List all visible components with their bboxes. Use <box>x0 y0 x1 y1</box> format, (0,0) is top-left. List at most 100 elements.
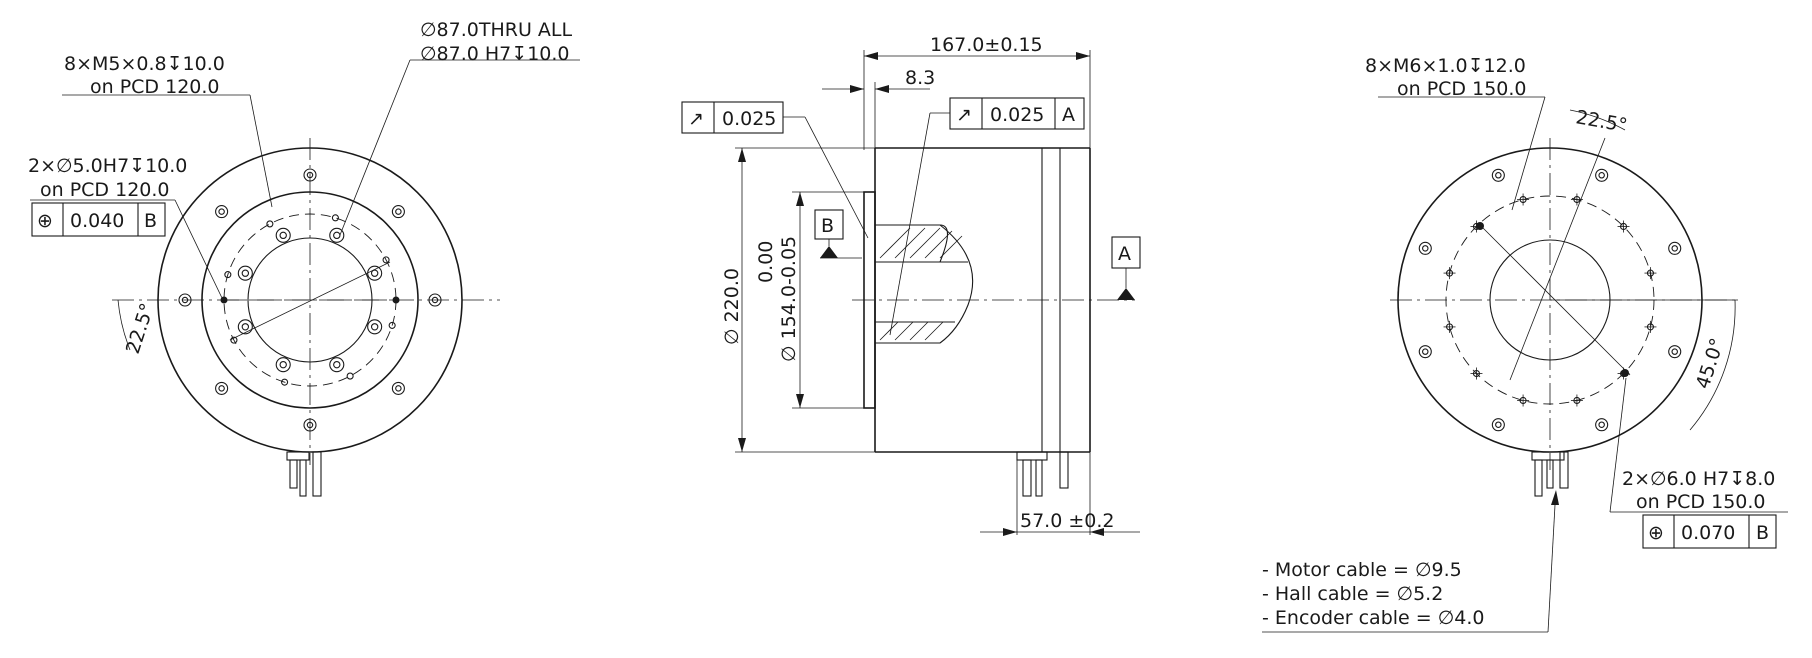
rear-thread-spec: 8×M6×1.0↧12.0 <box>1365 55 1526 77</box>
runout-frame-2: ↗ 0.025 A <box>889 97 1085 336</box>
front-thread-hole <box>224 271 232 279</box>
front-pin-hole <box>220 296 228 304</box>
front-outer-hole-inner <box>181 296 189 304</box>
front-pcd-hole-inner <box>241 323 250 331</box>
rear-pin-hole <box>1621 369 1629 377</box>
cable-note-motor: - Motor cable = ∅9.5 <box>1262 559 1462 581</box>
front-thread-hole <box>230 336 238 344</box>
front-pcd-hole <box>329 357 345 373</box>
cable-note-encoder: - Encoder cable = ∅4.0 <box>1262 607 1485 629</box>
side-view: 167.0±0.15 8.3 ↗ 0.025 ↗ 0.025 A <box>681 34 1141 536</box>
front-thread-hole <box>346 372 354 380</box>
rear-angle-top: 22.5° <box>1574 106 1629 137</box>
front-thread-pcd: on PCD 120.0 <box>90 76 220 98</box>
rear-outer-hole <box>1491 168 1505 182</box>
rear-cable-base <box>1531 451 1565 461</box>
side-length: 167.0±0.15 <box>930 34 1043 56</box>
rear-outer-hole <box>1668 241 1682 255</box>
front-thread-hole <box>266 220 274 228</box>
rear-view-labels: 8×M6×1.0↧12.0 on PCD 150.0 22.5° 45.0° 2… <box>1262 55 1788 633</box>
side-inner-tolerance-upper: 0.00 <box>755 241 777 283</box>
side-flange-offset: 8.3 <box>905 67 935 89</box>
front-thru-spec: ∅87.0THRU ALL <box>420 19 572 41</box>
front-pin-spec: 2×∅5.0H7↧10.0 <box>28 155 187 177</box>
rear-pin-tolerance: 0.070 <box>1681 522 1735 544</box>
front-cable-base <box>286 451 310 461</box>
datum-a-marker: A <box>1111 236 1141 300</box>
rear-cable <box>1546 459 1554 489</box>
cable-notes: - Motor cable = ∅9.5 - Hall cable = ∅5.2… <box>1262 559 1485 629</box>
front-pcd-hole-inner <box>333 360 341 369</box>
front-angle: 22.5° <box>122 300 159 356</box>
front-outer-hole-inner <box>431 296 439 304</box>
runout-frame-1: ↗ 0.025 <box>681 101 869 239</box>
front-thread-hole <box>331 214 339 222</box>
runout-icon: ↗ <box>956 104 972 126</box>
front-diag-line <box>229 261 391 341</box>
rear-diag-line-2 <box>1509 137 1606 381</box>
front-pcd-hole <box>237 319 253 335</box>
front-position-tolerance-frame: ⊕ 0.040 B <box>31 202 166 237</box>
front-bore-spec: ∅87.0 H7↧10.0 <box>420 43 570 65</box>
front-thread-hole <box>382 256 390 264</box>
rear-outer-hole-inner <box>1598 172 1605 179</box>
side-cable-offset: 57.0 ±0.2 <box>1020 510 1114 532</box>
rear-cable <box>1559 451 1569 489</box>
front-pin-tolerance: 0.040 <box>70 210 124 232</box>
side-runout-1: 0.025 <box>722 108 776 130</box>
front-angle-arc <box>117 299 131 351</box>
front-pcd-hole <box>367 319 383 335</box>
front-pcd-hole-inner <box>370 323 379 331</box>
position-tolerance-icon: ⊕ <box>37 210 53 232</box>
front-pin-hole <box>392 296 400 304</box>
front-outer-hole-inner <box>306 171 314 179</box>
rear-outer-hole-inner <box>1671 245 1678 252</box>
front-cable <box>312 451 322 497</box>
rear-pin-hole <box>1476 222 1484 230</box>
front-outer-hole <box>215 381 229 395</box>
front-outer-hole-inner <box>395 208 402 215</box>
side-runout-2: 0.025 <box>990 104 1044 126</box>
front-pcd-hole-inner <box>241 269 250 277</box>
rear-pin-spec: 2×∅6.0 H7↧8.0 <box>1622 468 1775 490</box>
front-cable <box>289 459 298 489</box>
front-pcd-hole-inner <box>370 269 379 277</box>
front-thread-hole <box>281 378 289 386</box>
front-cable <box>299 459 307 497</box>
front-pcd-hole-inner <box>279 231 287 240</box>
front-pcd-hole <box>275 227 291 243</box>
rear-angle-arc-top <box>1569 109 1626 131</box>
front-pin-datum: B <box>144 210 157 232</box>
rear-outer-hole <box>1595 168 1609 182</box>
front-outer-hole <box>428 293 442 307</box>
runout-icon: ↗ <box>688 108 704 130</box>
rear-outer-hole-inner <box>1598 421 1605 428</box>
front-outer-hole <box>178 293 192 307</box>
side-outer-diameter: ∅ 220.0 <box>721 268 743 345</box>
front-outer-hole <box>303 168 317 182</box>
front-outer-hole <box>303 418 317 432</box>
side-datum-a: A <box>1118 243 1131 265</box>
front-pcd-hole <box>237 265 253 281</box>
front-outer-hole <box>391 205 405 219</box>
front-pcd-hole <box>367 265 383 281</box>
datum-b-marker: B <box>814 209 862 259</box>
cable-note-hall: - Hall cable = ∅5.2 <box>1262 583 1443 605</box>
front-pcd-hole <box>329 227 345 243</box>
section-hatch <box>879 227 963 341</box>
rear-thread-pcd: on PCD 150.0 <box>1397 78 1527 100</box>
rear-outer-hole-inner <box>1495 172 1502 179</box>
rear-cable <box>1534 459 1543 497</box>
front-outer-hole-inner <box>395 385 402 392</box>
front-outer-hole-inner <box>218 385 225 392</box>
side-datum-b: B <box>821 215 834 237</box>
rear-outer-hole-inner <box>1671 348 1678 355</box>
side-runout-2-datum: A <box>1062 104 1075 126</box>
front-view <box>112 138 500 497</box>
position-tolerance-icon: ⊕ <box>1648 522 1664 544</box>
rear-angle-arc-side <box>1689 299 1736 431</box>
front-pcd-hole <box>275 357 291 373</box>
rear-outer-hole-inner <box>1422 245 1429 252</box>
rear-outer-hole <box>1418 241 1432 255</box>
